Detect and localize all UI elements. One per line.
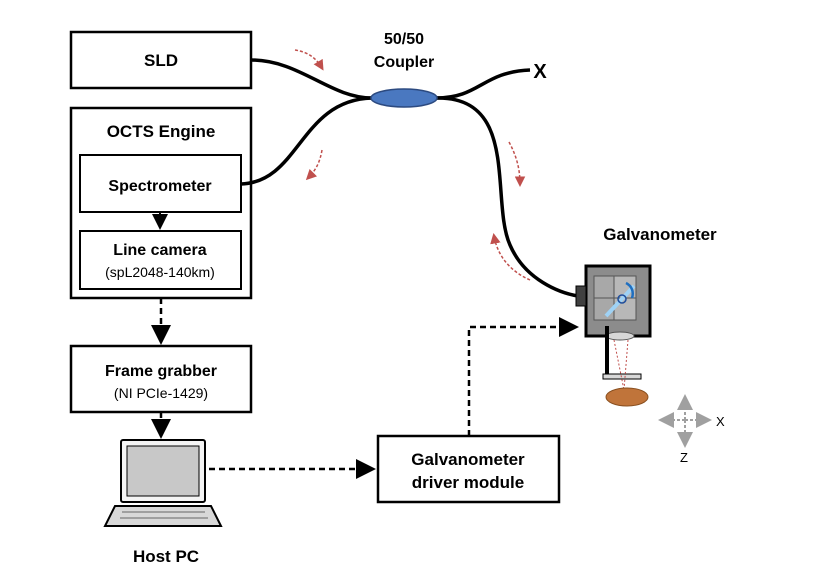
galvo-driver-line1: Galvanometer	[411, 450, 525, 469]
direction-arrow-spectrometer	[305, 149, 323, 181]
axis-z-label: Z	[680, 450, 688, 465]
galvo-driver-line2: driver module	[412, 473, 524, 492]
galvanometer-scanner	[575, 264, 652, 380]
coupler-name: Coupler	[374, 54, 434, 71]
fiber-terminator: X	[533, 61, 547, 83]
focused-beam	[613, 339, 629, 391]
fiber-spectrometer	[240, 96, 373, 186]
line-camera-model: (spL2048-140km)	[105, 264, 215, 280]
sld-box: SLD	[69, 30, 253, 90]
spectrometer-box: Spectrometer	[79, 154, 242, 213]
galvo-driver-box: Galvanometer driver module	[376, 434, 561, 504]
direction-arrow-sample-in	[508, 141, 526, 187]
direction-arrow-sld	[294, 49, 324, 71]
frame-grabber-label: Frame grabber	[105, 363, 217, 380]
driver-to-galvanometer-arrow	[467, 317, 579, 436]
scan-axes: X Z	[658, 394, 725, 465]
frame-grabber-box: Frame grabber (NI PCIe-1429)	[69, 344, 253, 414]
laptop-icon	[103, 439, 223, 527]
coupler-ellipse	[370, 88, 438, 108]
host-pc-label: Host PC	[133, 547, 199, 566]
sample-specimen	[605, 387, 649, 407]
frame-grabber-model: (NI PCIe-1429)	[114, 385, 208, 401]
direction-arrow-sample-out	[490, 233, 531, 281]
sld-label: SLD	[144, 51, 178, 70]
fiber-reference	[435, 68, 531, 100]
galvanometer-label: Galvanometer	[603, 225, 717, 244]
coupler-ratio: 50/50	[384, 31, 424, 48]
line-camera-label: Line camera	[113, 242, 206, 259]
fiber-sample-arm	[435, 96, 579, 298]
fiber-sld	[250, 58, 373, 100]
octs-engine-title: OCTS Engine	[107, 122, 216, 141]
line-camera-box: Line camera (spL2048-140km)	[79, 230, 242, 290]
spectrometer-label: Spectrometer	[108, 178, 211, 195]
axis-x-label: X	[716, 414, 725, 429]
